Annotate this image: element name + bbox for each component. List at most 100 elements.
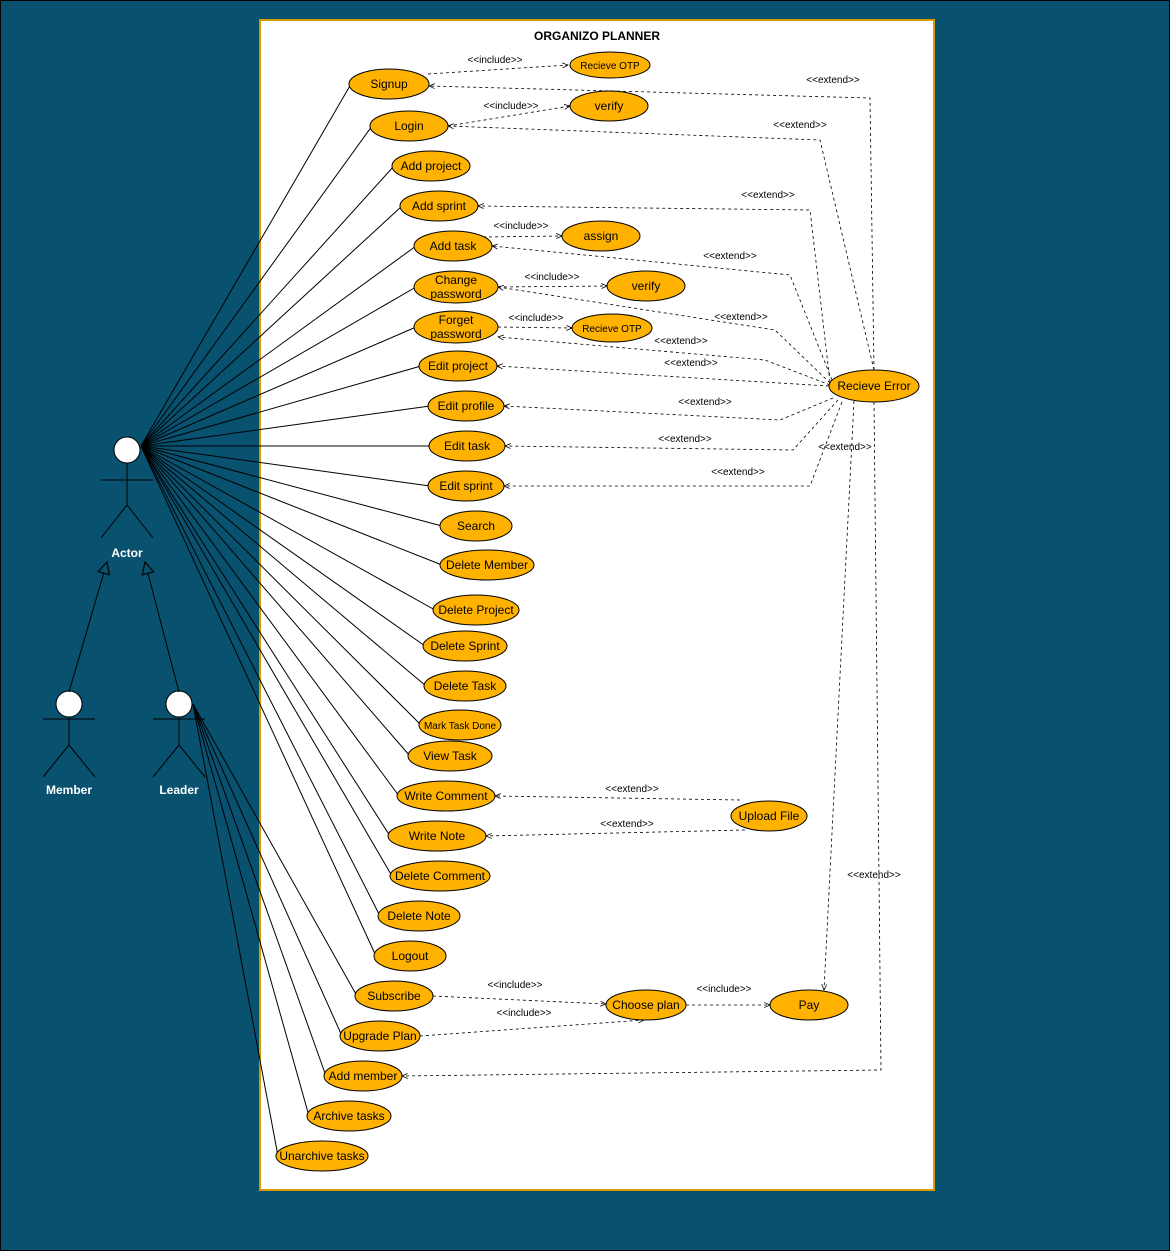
use-case-editprofile[interactable]: Edit profile [427,390,505,422]
use-case-ellipse[interactable] [423,670,507,702]
leader-left-leg [152,744,180,778]
use-case-ellipse[interactable] [730,800,808,832]
use-case-ellipse[interactable] [427,470,505,502]
use-case-addproject[interactable]: Add project [391,150,471,182]
use-case-delmember[interactable]: Delete Member [439,549,535,581]
use-case-ellipse[interactable] [422,630,508,662]
use-case-delsprint[interactable]: Delete Sprint [422,630,508,662]
association-actor-addsprint [140,205,403,447]
use-case-chooseplan[interactable]: Choose plan [605,989,687,1021]
use-case-upload[interactable]: Upload File [730,800,808,832]
association-actor-delmember [140,445,443,566]
use-case-ellipse[interactable] [407,740,493,772]
extend-line [498,287,831,384]
use-case-ellipse[interactable] [354,980,434,1012]
use-case-signup[interactable]: Signup [348,68,430,100]
use-case-ellipse[interactable] [828,369,920,403]
use-case-ellipse[interactable] [418,709,502,741]
use-case-ellipse[interactable] [389,860,491,892]
use-case-ellipse[interactable] [369,110,449,142]
association-actor-writecomment [140,445,400,797]
association-actor-delcomment [140,445,393,877]
association-actor-search [140,445,443,527]
use-case-ellipse[interactable] [275,1140,369,1172]
use-case-verify1[interactable]: verify [569,90,649,122]
use-case-ellipse[interactable] [413,310,499,344]
use-case-recerror[interactable]: Recieve Error [828,369,920,403]
extend-upload-writenote: <<extend>> [486,819,746,836]
use-case-editsprint[interactable]: Edit sprint [427,470,505,502]
use-case-ellipse[interactable] [306,1100,392,1132]
extend-upload-writecomment: <<extend>> [495,784,741,801]
use-case-ellipse[interactable] [339,1020,421,1052]
use-case-search[interactable]: Search [439,510,513,542]
actor-leader: Leader [152,690,206,797]
use-case-ellipse[interactable] [377,900,461,932]
use-case-ellipse[interactable] [432,594,520,626]
use-case-label: Add project [401,159,462,173]
use-case-ellipse[interactable] [391,150,471,182]
use-case-writenote[interactable]: Write Note [387,820,487,852]
use-case-delcomment[interactable]: Delete Comment [389,860,491,892]
use-case-label: Recieve OTP [580,61,640,72]
use-case-otp2[interactable]: Recieve OTP [571,313,653,343]
extend-line [492,246,833,381]
use-case-edittask[interactable]: Edit task [428,430,506,462]
association-leader-upgrade [192,703,343,1037]
use-case-login[interactable]: Login [369,110,449,142]
use-case-addsprint[interactable]: Add sprint [399,190,479,222]
association-leader-unarchive [192,703,279,1157]
use-case-ellipse[interactable] [439,510,513,542]
use-case-logout[interactable]: Logout [373,940,447,972]
use-case-ellipse[interactable] [413,230,493,262]
use-case-ellipse[interactable] [413,270,499,304]
use-case-ellipse[interactable] [769,989,849,1021]
use-case-label: Signup [370,77,408,91]
use-case-ellipse[interactable] [428,430,506,462]
use-case-markdone[interactable]: Mark Task Done [418,709,502,741]
use-case-delnote[interactable]: Delete Note [377,900,461,932]
use-case-addtask[interactable]: Add task [413,230,493,262]
use-case-ellipse[interactable] [569,90,649,122]
association-actor-logout [140,445,377,957]
use-case-ellipse[interactable] [427,390,505,422]
use-case-ellipse[interactable] [396,780,496,812]
use-case-label: Delete Member [446,558,528,572]
use-case-ellipse[interactable] [348,68,430,100]
use-case-addmember[interactable]: Add member [323,1060,403,1092]
use-case-ellipse[interactable] [561,220,641,252]
use-case-ellipse[interactable] [418,350,498,382]
extend-label: <<extend>> [678,397,732,408]
use-case-deltask[interactable]: Delete Task [423,670,507,702]
use-case-upgrade[interactable]: Upgrade Plan [339,1020,421,1052]
use-case-assign[interactable]: assign [561,220,641,252]
use-case-label: Choose plan [612,998,679,1012]
use-case-ellipse[interactable] [571,313,653,343]
use-case-ellipse[interactable] [605,989,687,1021]
use-case-archive[interactable]: Archive tasks [306,1100,392,1132]
use-case-ellipse[interactable] [606,270,686,302]
use-case-editproject[interactable]: Edit project [418,350,498,382]
use-case-otp1[interactable]: Recieve OTP [569,51,651,79]
include-line [482,236,562,237]
association-actor-forgetpw [140,326,417,447]
use-case-ellipse[interactable] [569,51,651,79]
use-case-delproject[interactable]: Delete Project [432,594,520,626]
use-case-subscribe[interactable]: Subscribe [354,980,434,1012]
use-case-ellipse[interactable] [373,940,447,972]
extend-line [448,126,875,371]
use-case-pay[interactable]: Pay [769,989,849,1021]
use-case-writecomment[interactable]: Write Comment [396,780,496,812]
use-case-viewtask[interactable]: View Task [407,740,493,772]
use-case-ellipse[interactable] [399,190,479,222]
use-case-verify2[interactable]: verify [606,270,686,302]
include-label: <<include>> [487,980,542,991]
use-case-ellipse[interactable] [439,549,535,581]
extend-recerror-editprofile: <<extend>> [504,397,834,421]
use-case-ellipse[interactable] [323,1060,403,1092]
use-case-unarchive[interactable]: Unarchive tasks [275,1140,369,1172]
use-case-ellipse[interactable] [387,820,487,852]
